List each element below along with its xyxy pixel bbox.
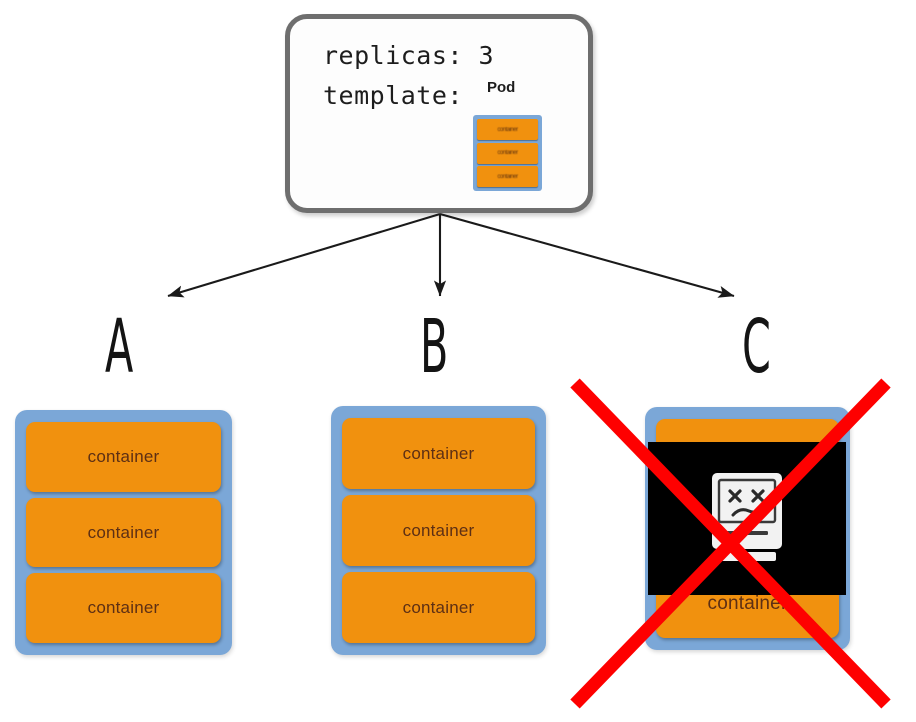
pod-a: container container container [15,410,232,655]
pod-c-crash-overlay [648,442,846,595]
pod-letter-b: B [420,304,449,390]
container-box: container [26,497,221,568]
container-label: container [87,446,160,466]
container-label: container [707,592,788,614]
mini-container-label: container [497,126,518,133]
container-label: container [87,522,160,542]
container-label: container [87,598,160,618]
mini-container: container [477,119,538,140]
container-box: container [342,572,535,643]
pod-letter-c: C [742,304,771,390]
container-label: container [402,520,475,540]
pod-letter-a: A [105,304,134,390]
replicaset-spec-box: replicas: 3 template: Pod container cont… [285,14,593,213]
container-label: container [402,597,475,617]
template-line: template: [323,81,463,110]
mini-pod: container container container [473,115,542,191]
mini-container: container [477,142,538,164]
mini-container: container [477,166,538,187]
arrow-to-a [167,212,441,298]
container-box: container [26,422,221,492]
container-box: container [342,418,535,489]
container-label: container [402,443,475,463]
mini-container-label: container [497,173,518,180]
replicas-line: replicas: 3 [323,41,495,70]
sad-mac-icon [712,472,782,561]
arrow-to-c [439,212,735,298]
container-box: container [26,573,221,644]
mini-pod-label: Pod [487,79,516,96]
pod-b: container container container [331,406,546,655]
mini-container-label: container [497,150,518,156]
container-box: container [342,495,535,566]
